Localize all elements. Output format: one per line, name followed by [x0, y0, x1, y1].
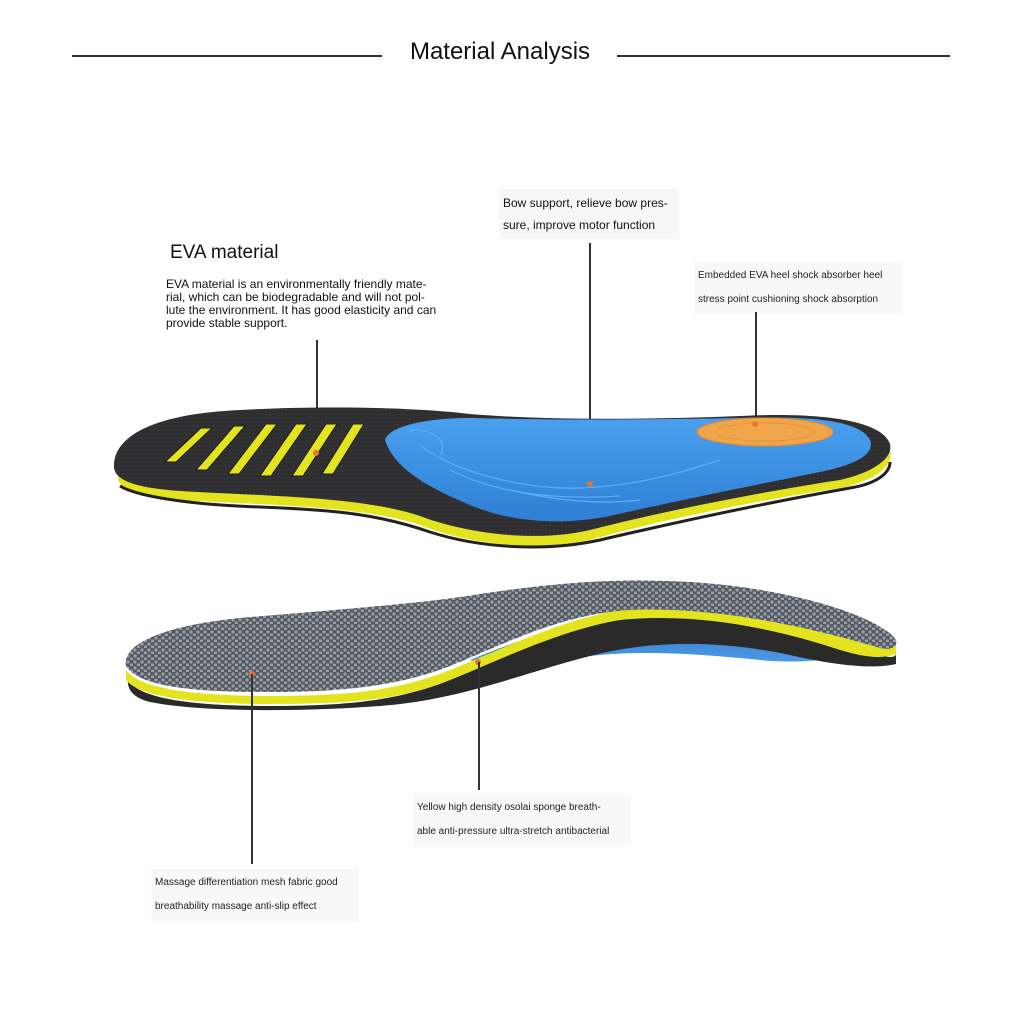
bow-support-line-2: sure, improve motor function [503, 218, 656, 232]
sponge-line-1: Yellow high density osolai sponge breath… [417, 802, 601, 813]
sponge-leader-line [478, 662, 480, 790]
heel-absorber-line-2: stress point cushioning shock absorption [698, 294, 879, 305]
eva-heading: EVA material [170, 242, 279, 263]
eva-leader-line [316, 340, 318, 452]
mesh-line-1: Massage differentiation mesh fabric good [155, 877, 338, 888]
heel-leader-line [755, 312, 757, 424]
page-title: Material Analysis [409, 38, 591, 65]
bow-support-text: Bow support, relieve bow pres- sure, imp… [499, 189, 679, 239]
sponge-text: Yellow high density osolai sponge breath… [413, 794, 631, 846]
bow-leader-line [589, 243, 591, 483]
mesh-leader-line [251, 674, 253, 864]
mesh-text: Massage differentiation mesh fabric good… [151, 869, 359, 921]
bow-support-line-1: Bow support, relieve bow pres- [503, 196, 668, 210]
heel-absorber-line-1: Embedded EVA heel shock absorber heel [698, 270, 883, 281]
header-rule-right [617, 55, 950, 57]
eva-description: EVA material is an environmentally frien… [166, 277, 437, 330]
header-rule-left [72, 55, 382, 57]
mesh-line-2: breathability massage anti-slip effect [155, 901, 317, 912]
sponge-line-2: able anti-pressure ultra-stretch antibac… [417, 826, 610, 837]
heel-absorber-text: Embedded EVA heel shock absorber heel st… [694, 262, 902, 314]
